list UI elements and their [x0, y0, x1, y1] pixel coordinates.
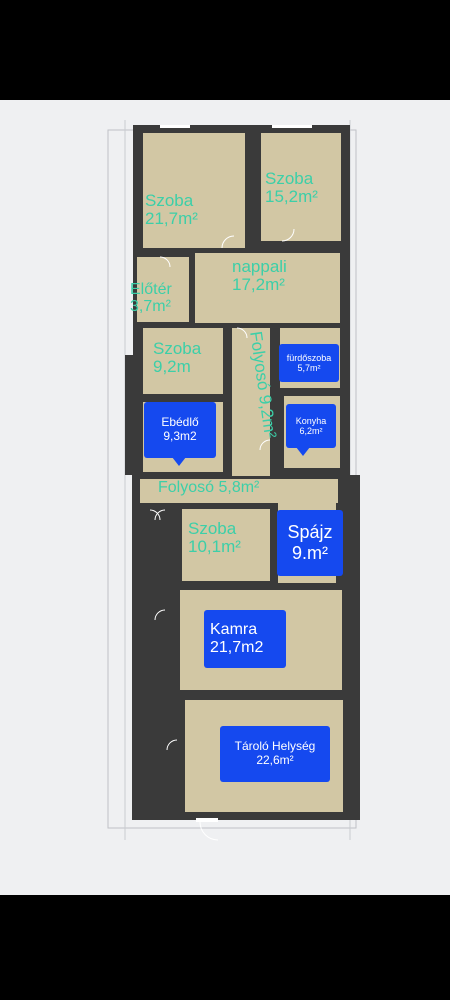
- room-box-furdoszoba: fürdőszoba 5,7m²: [279, 344, 339, 382]
- floor-szoba-2: [261, 133, 341, 241]
- callout-tail: [172, 457, 186, 466]
- room-area: 21,7m²: [145, 208, 198, 228]
- room-box-ebedlo: Ebédlő 9,3m2: [144, 402, 216, 458]
- room-label-eloter: Előtér 3,7m²: [130, 281, 172, 316]
- room-name: Szoba: [145, 191, 194, 210]
- room-name: Szoba: [188, 519, 237, 538]
- floor-szoba-4: [182, 509, 270, 581]
- room-label-szoba-4: Szoba 10,1m²: [188, 520, 241, 556]
- floor-folyoso-1: [232, 328, 270, 476]
- room-name: Kamra: [210, 620, 258, 638]
- room-box-tarolo: Tároló Helység 22,6m²: [220, 726, 330, 782]
- room-area: 15,2m²: [265, 186, 318, 206]
- floor-nappali: [195, 253, 340, 323]
- floor-szoba-1: [143, 133, 245, 248]
- room-area: 17,2m²: [232, 274, 285, 294]
- room-box-spajz: Spájz 9.m²: [277, 510, 343, 576]
- room-label-szoba-3: Szoba 9,2m: [153, 340, 201, 376]
- room-name: Előtér: [130, 281, 172, 298]
- room-name: fürdőszoba: [286, 352, 332, 363]
- room-area: 9,2m: [153, 356, 191, 376]
- floor-szoba-3: [143, 328, 223, 394]
- room-label-szoba-2: Szoba 15,2m²: [265, 170, 318, 206]
- room-box-konyha: Konyha 6,2m²: [286, 404, 336, 448]
- callout-tail: [296, 447, 310, 456]
- room-area: 9,3m2: [163, 429, 197, 443]
- room-name: Ebédlő: [161, 415, 199, 430]
- room-name: Spájz: [287, 522, 333, 543]
- room-name: Konyha: [295, 415, 327, 426]
- room-label-szoba-1: Szoba 21,7m²: [145, 192, 198, 228]
- room-area: 5,7m²: [297, 363, 321, 373]
- room-name: Szoba: [153, 339, 202, 358]
- photo-screen: Szoba 21,7m² Szoba 15,2m² Előtér 3,7m² n…: [0, 100, 450, 895]
- floor-eloter: [137, 257, 189, 322]
- wall-openings: [160, 125, 312, 822]
- room-area: 3,7m²: [130, 297, 171, 315]
- room-area: 10,1m²: [188, 536, 241, 556]
- door-swings: [149, 228, 295, 841]
- room-label-folyoso-2: Folyosó 5,8m²: [158, 479, 260, 496]
- room-area: 9.m²: [292, 543, 328, 563]
- room-name: nappali: [232, 257, 287, 276]
- room-name: Szoba: [265, 169, 314, 188]
- room-area: 6,2m²: [299, 426, 323, 436]
- room-label-nappali: nappali 17,2m²: [232, 258, 287, 294]
- room-area: 22,6m²: [256, 753, 294, 767]
- room-area: 21,7m2: [210, 639, 264, 656]
- room-name: Tároló Helység: [234, 739, 316, 754]
- room-box-kamra: Kamra 21,7m2: [204, 610, 286, 668]
